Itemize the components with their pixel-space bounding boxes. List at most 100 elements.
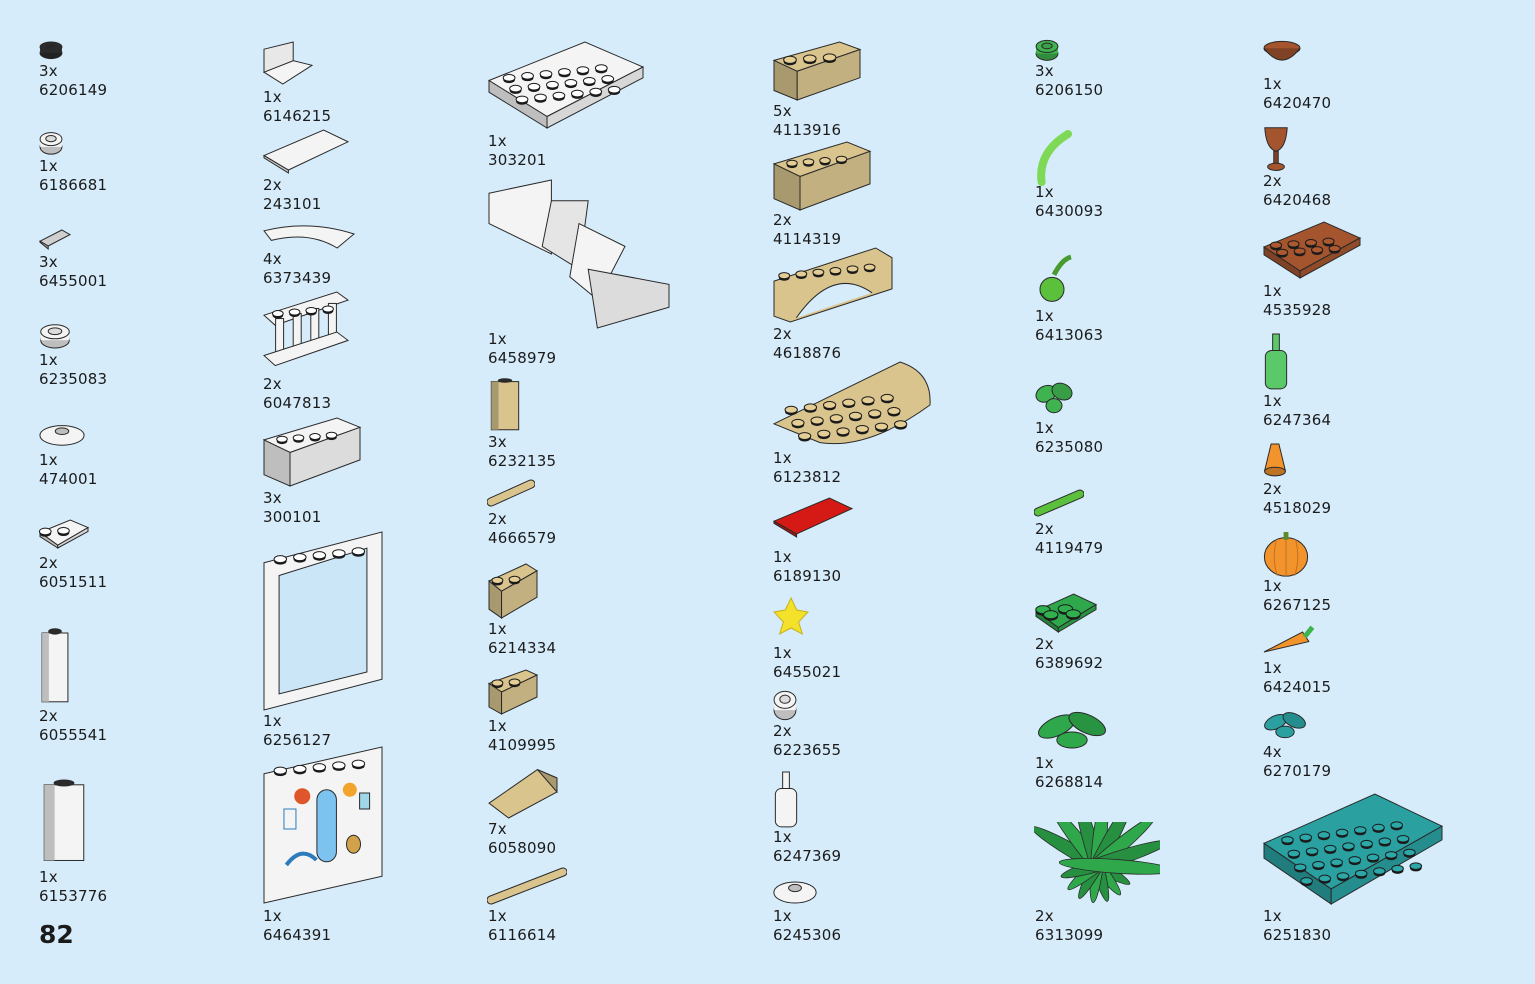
part-quantity: 1x [773, 644, 792, 662]
part-quantity: 3x [263, 489, 282, 507]
part-number: 6464391 [263, 926, 332, 944]
part-image [1262, 38, 1302, 72]
part-image [1034, 130, 1072, 186]
part-image [1034, 38, 1060, 62]
part-number: 6206150 [1035, 81, 1104, 99]
part-quantity: 1x [263, 88, 282, 106]
part-image [772, 358, 932, 452]
part-number: 6413063 [1035, 326, 1104, 344]
part-quantity: 2x [1035, 635, 1054, 653]
part-image [1262, 530, 1310, 578]
part-number: 6235080 [1035, 438, 1104, 456]
part-quantity: 1x [488, 330, 507, 348]
part-image [1034, 254, 1074, 306]
part-number: 6153776 [39, 887, 108, 905]
part-quantity: 1x [1263, 75, 1282, 93]
part-image [487, 178, 671, 330]
part-quantity: 1x [39, 868, 58, 886]
part-number: 6123812 [773, 468, 842, 486]
part-quantity: 2x [263, 375, 282, 393]
part-number: 6424015 [1263, 678, 1332, 696]
part-number: 303201 [488, 151, 547, 169]
part-image [1262, 792, 1444, 906]
part-quantity: 1x [39, 157, 58, 175]
part-number: 6214334 [488, 639, 557, 657]
part-image [772, 596, 810, 636]
part-quantity: 2x [488, 510, 507, 528]
part-image [1034, 488, 1084, 518]
part-image [1262, 220, 1362, 280]
part-quantity: 1x [1035, 307, 1054, 325]
part-quantity: 2x [1263, 480, 1282, 498]
part-number: 6245306 [773, 926, 842, 944]
part-quantity: 2x [39, 707, 58, 725]
part-image [487, 866, 567, 906]
part-quantity: 1x [1263, 392, 1282, 410]
part-number: 6420468 [1263, 191, 1332, 209]
part-number: 6313099 [1035, 926, 1104, 944]
part-quantity: 1x [773, 548, 792, 566]
part-quantity: 1x [1263, 907, 1282, 925]
part-image [262, 40, 314, 86]
part-number: 6047813 [263, 394, 332, 412]
part-image [38, 625, 72, 705]
part-quantity: 1x [263, 907, 282, 925]
part-image [38, 518, 90, 550]
part-image [487, 478, 535, 508]
part-number: 6235083 [39, 370, 108, 388]
part-number: 6270179 [1263, 762, 1332, 780]
part-quantity: 1x [488, 132, 507, 150]
part-quantity: 2x [39, 554, 58, 572]
part-quantity: 1x [773, 828, 792, 846]
part-quantity: 3x [488, 433, 507, 451]
part-quantity: 3x [39, 62, 58, 80]
part-quantity: 2x [1035, 907, 1054, 925]
part-quantity: 1x [773, 449, 792, 467]
part-image [1262, 120, 1290, 172]
part-number: 6373439 [263, 269, 332, 287]
part-quantity: 5x [773, 102, 792, 120]
part-quantity: 2x [1035, 520, 1054, 538]
part-quantity: 1x [39, 351, 58, 369]
part-number: 6206149 [39, 81, 108, 99]
part-number: 6189130 [773, 567, 842, 585]
part-quantity: 1x [1263, 282, 1282, 300]
part-number: 6267125 [1263, 596, 1332, 614]
part-image [38, 776, 90, 864]
part-quantity: 1x [488, 717, 507, 735]
part-quantity: 1x [1263, 659, 1282, 677]
part-quantity: 1x [39, 451, 58, 469]
part-quantity: 3x [39, 253, 58, 271]
page-number: 82 [39, 920, 74, 949]
part-number: 4535928 [1263, 301, 1332, 319]
part-number: 6232135 [488, 452, 557, 470]
part-quantity: 1x [773, 907, 792, 925]
